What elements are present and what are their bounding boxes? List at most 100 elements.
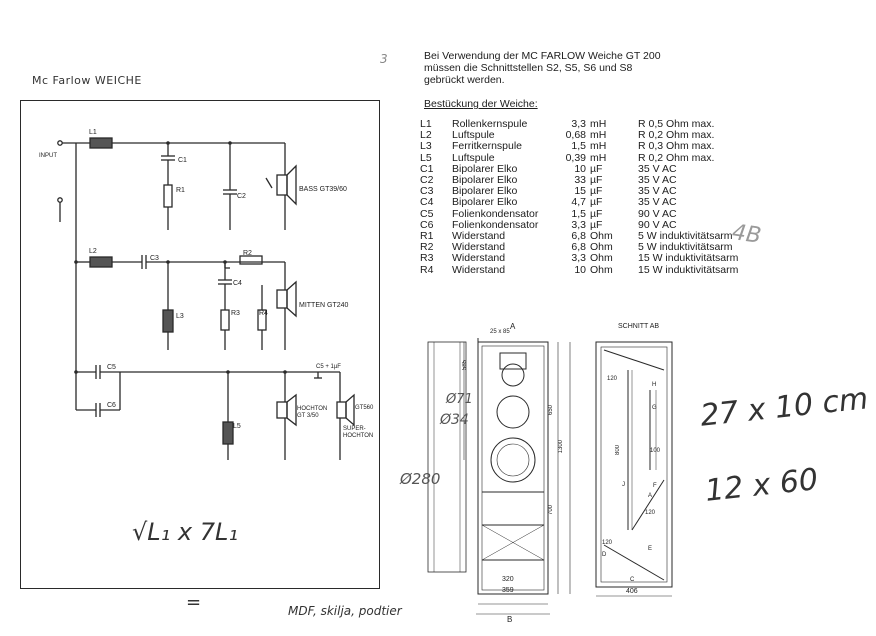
part-name: Widerstand [452, 263, 506, 276]
part-unit: Ohm [590, 229, 613, 242]
part-id: L5 [420, 151, 432, 164]
front-dim-inner-width: 320 [502, 576, 514, 583]
part-value: 3,3 [571, 118, 586, 131]
part-name: Bipolarer Elko [452, 162, 518, 175]
section-label-f: F [653, 483, 657, 489]
part-spec: R 0,2 Ohm max. [638, 151, 715, 164]
parts-row: L5 Luftspule 0,39 mH R 0,2 Ohm max. [420, 151, 742, 164]
cabinet-section-drawing [595, 341, 673, 597]
part-id: R1 [420, 229, 434, 242]
part-id: C6 [420, 218, 434, 231]
part-name: Widerstand [452, 241, 506, 254]
part-name: Bipolarer Elko [452, 196, 518, 209]
label-c2: C2 [237, 193, 246, 200]
front-dim-mid: 650 [548, 405, 554, 416]
section-label-j: J [622, 482, 625, 488]
part-id: C1 [420, 162, 434, 175]
note-diameter: Ø280 [400, 470, 441, 488]
part-id: C3 [420, 185, 434, 198]
section-dim-120b: 120 [645, 510, 656, 516]
header-note-line-2: müssen die Schnittstellen S2, S5, S6 und… [424, 62, 633, 74]
front-dim-lower: 700 [548, 505, 554, 516]
part-spec: 15 W induktivitätsarm [638, 263, 739, 276]
part-value: 10 [574, 263, 586, 276]
part-name: Luftspule [452, 151, 495, 164]
part-unit: µF [590, 162, 603, 175]
header-note: Bei Verwendung der MC FARLOW Weiche GT 2… [424, 50, 661, 86]
label-l1: L1 [89, 129, 97, 136]
part-unit: µF [590, 196, 603, 209]
part-id: C5 [420, 207, 434, 220]
label-c6: C6 [107, 402, 116, 409]
part-unit: Ohm [590, 241, 613, 254]
parts-title: Bestückung der Weiche: [424, 98, 538, 110]
section-label-d: D [602, 552, 607, 558]
part-id: L3 [420, 140, 432, 153]
note-size-2: 12 x 60 [703, 462, 820, 509]
part-value: 0,39 [565, 151, 586, 164]
part-spec: 5 W induktivitätsarm [638, 241, 733, 254]
schematic-panel [20, 100, 380, 589]
label-l5: L5 [233, 423, 241, 430]
front-label-a: A [510, 322, 516, 331]
part-value: 1,5 [571, 207, 586, 220]
part-unit: mH [590, 140, 607, 153]
part-unit: mH [590, 118, 607, 131]
section-label-c: C [630, 577, 635, 583]
label-l3: L3 [176, 313, 184, 320]
part-name: Widerstand [452, 252, 506, 265]
bass-label: BASS GT39/60 [299, 186, 347, 193]
part-value: 33 [574, 174, 586, 187]
part-name: Rollenkernspule [452, 118, 528, 131]
part-unit: Ohm [590, 263, 613, 276]
part-value: 3,3 [571, 252, 586, 265]
part-spec: 35 V AC [638, 162, 677, 175]
header-note-line-3: gebrückt werden. [424, 74, 505, 86]
front-label-b: B [507, 615, 513, 624]
part-value: 4,7 [571, 196, 586, 209]
part-spec: 90 V AC [638, 207, 677, 220]
part-spec: R 0,2 Ohm max. [638, 129, 715, 142]
part-name: Folienkondensator [452, 218, 539, 231]
section-label-h: H [652, 382, 657, 388]
part-value: 6,8 [571, 229, 586, 242]
note-material: MDF, skilja, podtier [288, 604, 402, 618]
crossover-circuit [57, 137, 355, 460]
schematic-title: Mc Farlow WEICHE [32, 74, 142, 87]
part-unit: mH [590, 151, 607, 164]
label-r4: R4 [259, 310, 268, 317]
front-dim-outer-width: 359 [502, 587, 514, 594]
part-unit: mH [590, 129, 607, 142]
label-r2: R2 [243, 250, 252, 257]
part-id: L2 [420, 129, 432, 142]
part-id: R2 [420, 241, 434, 254]
c5-note: C5 + 1µF [316, 364, 341, 370]
part-id: C2 [420, 174, 434, 187]
front-dim-d1: Ø71 [446, 392, 473, 407]
tweeter-label: HOCHTON GT 3/50 [297, 406, 328, 419]
super-tweeter-model: GT560 [355, 405, 374, 411]
part-value: 15 [574, 185, 586, 198]
part-id: L1 [420, 118, 432, 131]
part-spec: 35 V AC [638, 196, 677, 209]
part-name: Folienkondensator [452, 207, 539, 220]
section-label-a: A [648, 493, 653, 499]
part-name: Ferritkernspule [452, 140, 523, 153]
top-mark: 3 [380, 52, 388, 66]
header-note-line-1: Bei Verwendung der MC FARLOW Weiche GT 2… [424, 50, 661, 62]
part-spec: 90 V AC [638, 218, 677, 231]
part-id: R3 [420, 252, 434, 265]
label-r3: R3 [231, 310, 240, 317]
label-c3-top: C3 [150, 255, 159, 262]
label-r1: R1 [176, 187, 185, 194]
part-value: 0,68 [565, 129, 586, 142]
